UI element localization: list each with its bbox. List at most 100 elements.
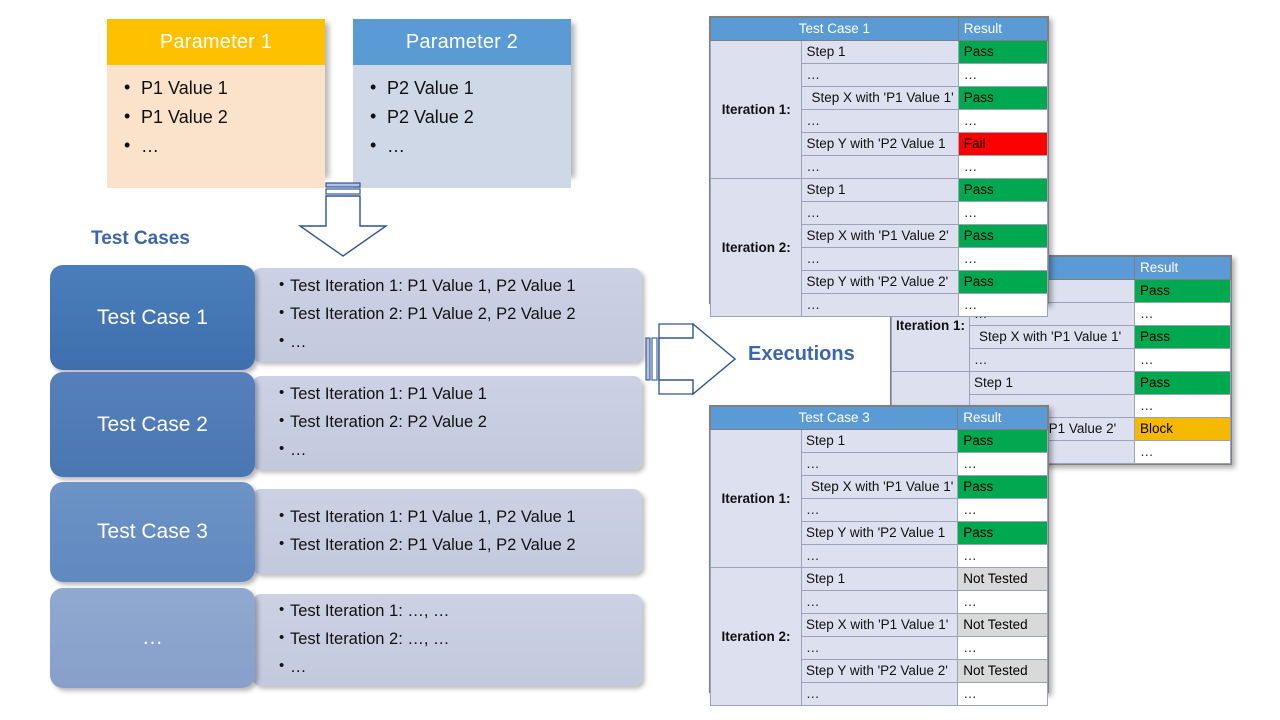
result-cell: … bbox=[957, 63, 1049, 87]
result-cell: … bbox=[957, 109, 1049, 133]
parameter-card-2: Parameter 2 P2 Value 1 P2 Value 2 … bbox=[353, 19, 571, 188]
result-cell: … bbox=[957, 247, 1049, 271]
list-item: Test Iteration 1: P1 Value 1 bbox=[279, 380, 642, 409]
result-cell: Pass bbox=[957, 429, 1048, 453]
parameter-card-2-values: P2 Value 1 P2 Value 2 … bbox=[353, 65, 571, 188]
executions-label: Executions bbox=[748, 343, 855, 365]
list-item: Test Iteration 1: P1 Value 1, P2 Value 1 bbox=[279, 503, 642, 532]
table-row: … … bbox=[711, 590, 1048, 614]
list-item: … bbox=[370, 131, 571, 161]
test-case-chip-4-label: … bbox=[142, 626, 163, 649]
test-case-4-iterations: Test Iteration 1: …, … Test Iteration 2:… bbox=[252, 594, 642, 686]
result-cell: … bbox=[957, 682, 1048, 706]
table-row: … … bbox=[711, 247, 1049, 271]
table-row: … … bbox=[711, 636, 1048, 660]
list-item: … bbox=[279, 436, 642, 465]
parameter-card-1-title: Parameter 1 bbox=[107, 19, 325, 65]
table-row: Iteration 2: Step 1 Pass bbox=[890, 371, 1231, 464]
table-row: … … bbox=[892, 394, 1231, 418]
step-cell: Step X with 'P1 Value 2' bbox=[801, 224, 959, 248]
result-cell: Pass bbox=[957, 521, 1048, 545]
table-row: … … bbox=[711, 201, 1049, 225]
list-item: … bbox=[279, 653, 642, 682]
result-cell: Pass bbox=[957, 86, 1049, 110]
test-case-chip-2-label: Test Case 2 bbox=[97, 412, 208, 436]
down-arrow-icon bbox=[290, 182, 396, 258]
step-cell: … bbox=[801, 201, 959, 225]
table-row: Step X with 'P1 Value 2' Block bbox=[892, 417, 1231, 441]
step-cell: Step X with 'P1 Value 1' bbox=[801, 475, 959, 499]
table-row: Step X with 'P1 Value 1' Not Tested bbox=[711, 613, 1048, 637]
step-cell: … bbox=[801, 155, 959, 179]
result-cell: Pass bbox=[1134, 325, 1231, 349]
step-cell: … bbox=[801, 247, 959, 271]
test-case-chip-2[interactable]: Test Case 2 bbox=[50, 372, 255, 477]
iteration-label: Iteration 1: bbox=[709, 429, 803, 568]
list-item: Test Iteration 2: P1 Value 2, P2 Value 2 bbox=[279, 300, 642, 329]
table-row: … … bbox=[711, 682, 1048, 706]
table-row: Iteration 2: Step 1 Not Tested bbox=[709, 567, 1048, 706]
table-row: … … bbox=[892, 348, 1231, 372]
parameter-card-2-title: Parameter 2 bbox=[353, 19, 571, 65]
table-row: … … bbox=[711, 155, 1049, 179]
step-cell: Step X with 'P1 Value 1' bbox=[801, 613, 959, 637]
table-row: Step X with 'P1 Value 1' Pass bbox=[711, 475, 1048, 499]
table-header-case: Test Case 1 bbox=[710, 17, 959, 41]
result-cell: Fail bbox=[957, 132, 1049, 156]
list-item: … bbox=[124, 131, 325, 161]
table-row: Step X with 'P1 Value 2' Pass bbox=[711, 224, 1049, 248]
table-row: … … bbox=[711, 109, 1049, 133]
step-cell: … bbox=[969, 348, 1135, 372]
test-case-chip-4[interactable]: … bbox=[50, 588, 255, 688]
execution-table-test-case-1[interactable]: Test Case 1 Result Iteration 1: Step 1 P… bbox=[709, 16, 1049, 317]
table-header-result: Result bbox=[1134, 256, 1231, 280]
table-header-case: Test Case 3 bbox=[709, 406, 959, 430]
result-cell: … bbox=[957, 155, 1049, 179]
test-case-chip-3[interactable]: Test Case 3 bbox=[50, 482, 255, 582]
result-cell: Block bbox=[1134, 417, 1231, 441]
table-row: Iteration 1: Step 1 Pass bbox=[709, 40, 1049, 179]
result-cell: … bbox=[957, 590, 1048, 614]
result-cell: Not Tested bbox=[957, 567, 1048, 591]
step-cell: … bbox=[801, 452, 959, 476]
step-cell: … bbox=[801, 63, 959, 87]
step-cell: … bbox=[801, 590, 959, 614]
step-cell: Step Y with 'P2 Value 1 bbox=[801, 521, 959, 545]
step-cell: Step Y with 'P2 Value 2' bbox=[801, 270, 959, 294]
parameter-card-1-values: P1 Value 1 P1 Value 2 … bbox=[107, 65, 325, 188]
step-cell: Step 1 bbox=[801, 40, 959, 64]
list-item: Test Iteration 2: P2 Value 2 bbox=[279, 408, 642, 437]
table-row: … … bbox=[711, 293, 1049, 317]
step-cell: … bbox=[801, 682, 959, 706]
result-cell: Not Tested bbox=[957, 659, 1048, 683]
result-cell: … bbox=[1134, 440, 1231, 464]
table-row: Step Y with 'P2 Value 2' Pass bbox=[711, 270, 1049, 294]
list-item: Test Iteration 1: P1 Value 1, P2 Value 1 bbox=[279, 272, 642, 301]
execution-table-test-case-3[interactable]: Test Case 3 Result Iteration 1: Step 1 P… bbox=[709, 405, 1049, 706]
table-row: Iteration 1: Step 1 Pass bbox=[709, 429, 1048, 568]
result-cell: … bbox=[957, 201, 1049, 225]
table-row: Step X with 'P1 Value 1' Pass bbox=[711, 86, 1049, 110]
table-row: … … bbox=[711, 498, 1048, 522]
step-cell: Step 1 bbox=[801, 178, 959, 202]
result-cell: Pass bbox=[957, 270, 1049, 294]
result-cell: Pass bbox=[1134, 279, 1231, 303]
iteration-label: Iteration 2: bbox=[709, 178, 803, 317]
test-case-chip-1[interactable]: Test Case 1 bbox=[50, 265, 255, 370]
step-cell: … bbox=[801, 293, 959, 317]
list-item: Test Iteration 1: …, … bbox=[279, 597, 642, 626]
table-row: Step Y with 'P2 Value 2' Not Tested bbox=[711, 659, 1048, 683]
table-row: Step X with 'P1 Value 1' Pass bbox=[892, 325, 1231, 349]
table-row: Step Y with 'P2 Value 1 Fail bbox=[711, 132, 1049, 156]
test-case-chip-1-label: Test Case 1 bbox=[97, 305, 208, 329]
table-row: Step Y with 'P2 Value 1 Pass bbox=[711, 521, 1048, 545]
result-cell: … bbox=[957, 544, 1048, 568]
step-cell: … bbox=[801, 498, 959, 522]
table-row-header: Test Case 3 Result bbox=[709, 406, 1048, 430]
table-row: … … bbox=[711, 544, 1048, 568]
test-cases-label: Test Cases bbox=[91, 228, 190, 249]
result-cell: … bbox=[957, 452, 1048, 476]
result-cell: … bbox=[1134, 348, 1231, 372]
result-cell: … bbox=[957, 636, 1048, 660]
